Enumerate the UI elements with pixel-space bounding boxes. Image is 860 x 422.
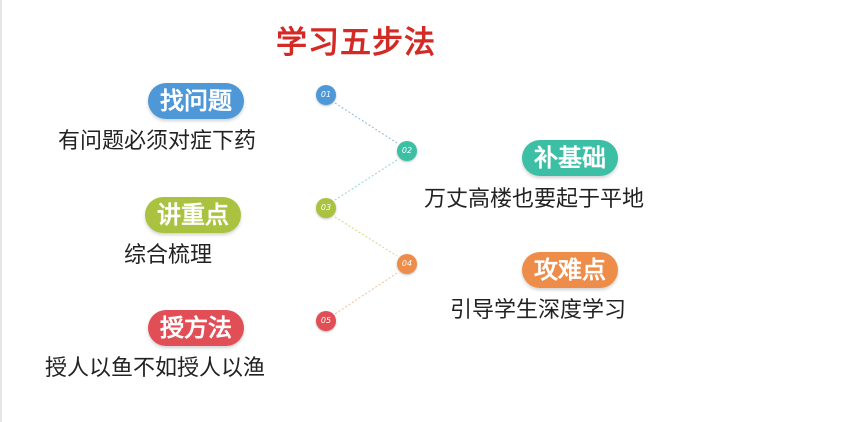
step-label-pill-04: 攻难点	[522, 252, 618, 288]
connector-04-05	[334, 272, 398, 315]
connector-01-02	[334, 102, 398, 144]
step-label-pill-03: 讲重点	[145, 197, 241, 233]
step-description-03: 综合梳理	[124, 243, 213, 268]
step-number-node-03: 03	[316, 198, 336, 218]
left-border	[0, 0, 2, 422]
step-number-node-04: 04	[397, 254, 417, 274]
connector-02-03	[334, 159, 398, 201]
step-description-02: 万丈高楼也要起于平地	[424, 187, 645, 212]
step-number-node-05: 05	[316, 311, 336, 331]
step-label-pill-01: 找问题	[148, 83, 244, 119]
step-description-01: 有问题必须对症下药	[58, 129, 257, 154]
page-title: 学习五步法	[276, 25, 436, 61]
step-number-node-01: 01	[316, 85, 336, 105]
step-label-pill-05: 授方法	[148, 310, 244, 346]
step-number-node-02: 02	[397, 141, 417, 161]
connector-03-04	[334, 216, 398, 257]
step-description-04: 引导学生深度学习	[450, 298, 627, 323]
step-description-05: 授人以鱼不如授人以渔	[45, 356, 266, 381]
step-label-pill-02: 补基础	[522, 140, 618, 176]
